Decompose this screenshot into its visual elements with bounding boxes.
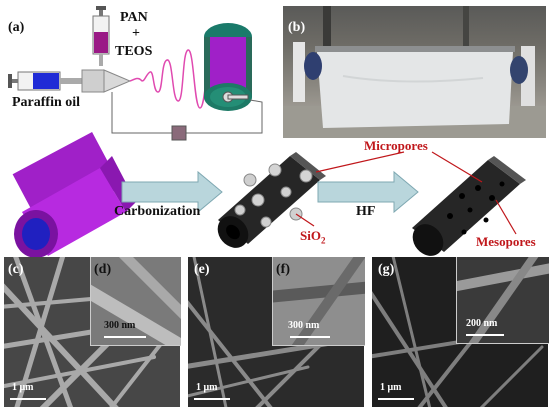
sio2-subscript: 2 bbox=[320, 235, 326, 246]
panel-label-g: (g) bbox=[378, 262, 395, 277]
panel-label-c: (c) bbox=[8, 262, 24, 277]
scale-label-c: 1 μm bbox=[12, 382, 34, 393]
porous-carbon-fiber bbox=[412, 156, 526, 256]
sem-inset-d bbox=[90, 257, 181, 346]
sio2-label: SiO2 bbox=[300, 228, 325, 246]
hf-label: HF bbox=[356, 204, 376, 219]
carbon-fiber-with-sio2 bbox=[217, 152, 326, 248]
horizontal-syringe-icon bbox=[8, 71, 82, 91]
arrow-right-icon bbox=[317, 170, 419, 214]
micropores-pointer-b bbox=[431, 151, 483, 183]
scale-label-e: 1 μm bbox=[196, 382, 218, 393]
scale-bar-e bbox=[194, 398, 230, 400]
panel-label-f: (f) bbox=[276, 262, 290, 277]
sem-inset-g bbox=[456, 257, 549, 344]
membrane-photo bbox=[283, 6, 546, 138]
micropores-pointer-a bbox=[315, 151, 405, 173]
fiber-jet-spiral bbox=[129, 49, 213, 109]
scale-label-d: 300 nm bbox=[104, 320, 136, 331]
scale-bar-g-inset bbox=[466, 334, 504, 336]
precursor-fiber-tube bbox=[12, 132, 136, 258]
vertical-syringe-icon bbox=[92, 6, 110, 66]
mesopores-label: Mesopores bbox=[476, 234, 536, 249]
sem-inset-f bbox=[272, 257, 365, 346]
pan-label: PAN bbox=[120, 10, 148, 25]
sio2-text: SiO bbox=[300, 228, 321, 243]
panel-label-b: (b) bbox=[288, 20, 306, 35]
scale-bar-f bbox=[290, 336, 330, 338]
scale-label-f: 300 nm bbox=[288, 320, 320, 331]
panel-label-e: (e) bbox=[194, 262, 210, 277]
paraffin-oil-label: Paraffin oil bbox=[12, 95, 81, 110]
mesopores-pointer bbox=[495, 199, 517, 235]
scale-bar-c bbox=[10, 398, 46, 400]
scale-bar-g bbox=[378, 398, 414, 400]
electrospinning-schematic bbox=[8, 6, 263, 141]
scale-bar-d bbox=[104, 336, 146, 338]
plus-sign: + bbox=[132, 26, 140, 41]
scale-label-g: 1 μm bbox=[380, 382, 402, 393]
process-diagram bbox=[12, 132, 526, 258]
sio2-pointer bbox=[295, 213, 315, 227]
micropores-label: Micropores bbox=[364, 138, 428, 153]
scale-label-g-inset: 200 nm bbox=[466, 318, 498, 329]
circuit-wire bbox=[111, 92, 172, 134]
arrow-right-icon bbox=[121, 170, 223, 214]
panel-label-d: (d) bbox=[94, 262, 112, 277]
panel-label-a: (a) bbox=[8, 20, 25, 35]
carbonization-label: Carbonization bbox=[114, 204, 201, 219]
power-supply-icon bbox=[171, 125, 187, 141]
collector-drum-icon bbox=[204, 23, 252, 111]
coaxial-nozzle-icon bbox=[81, 69, 132, 93]
teos-label: TEOS bbox=[115, 44, 153, 59]
